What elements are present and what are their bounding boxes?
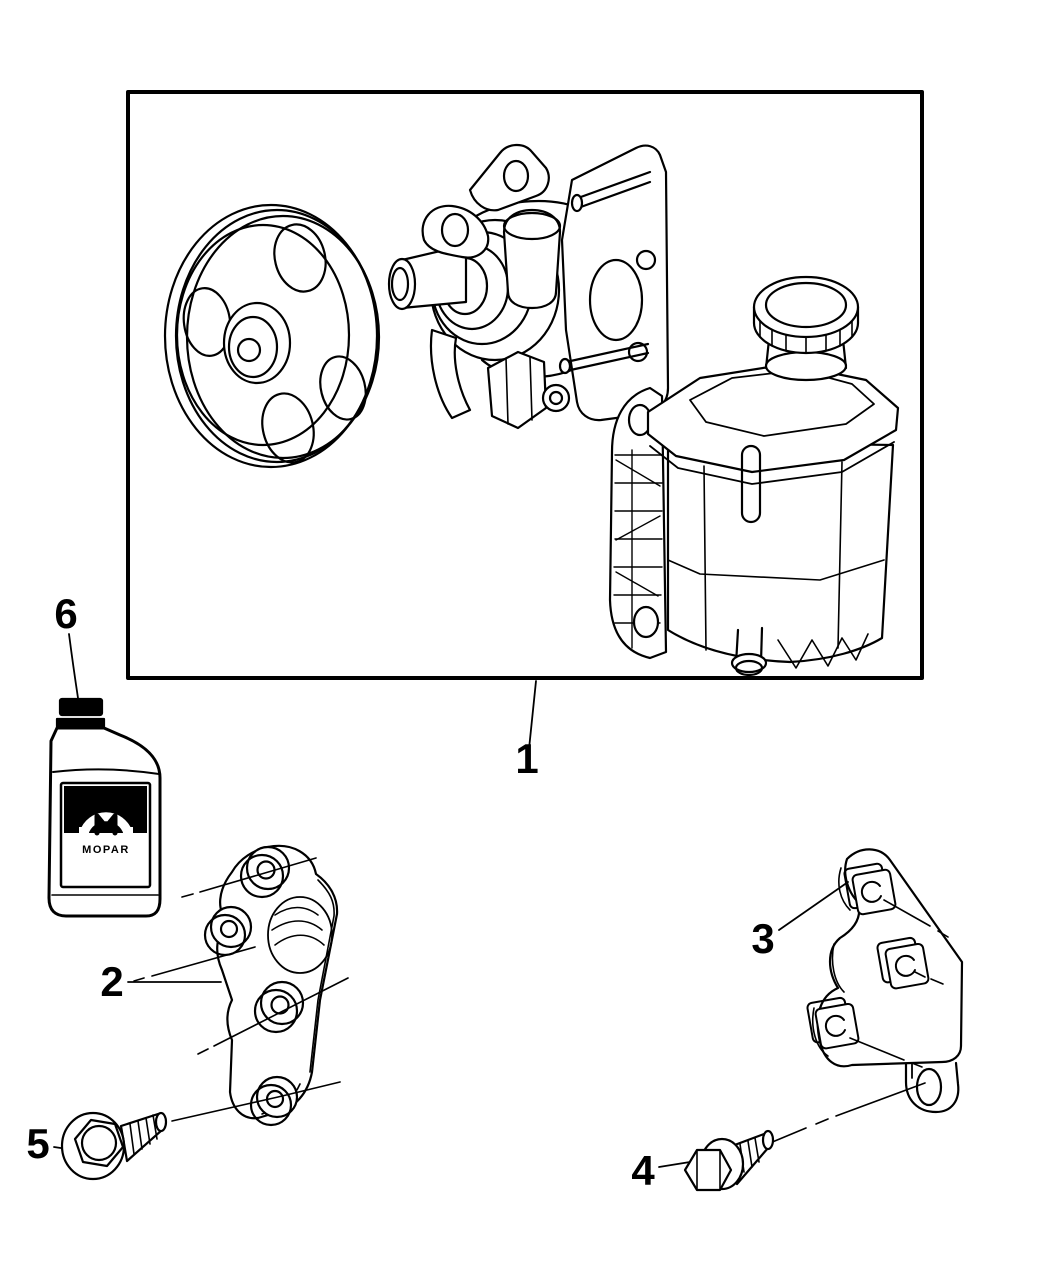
bottle-brand-text: MOPAR <box>82 844 130 856</box>
bolt-4-drawing <box>658 1082 926 1192</box>
leader-line-1 <box>528 680 537 750</box>
reservoir-drawing <box>608 275 900 677</box>
callout-5: 5 <box>26 1120 49 1167</box>
bracket-front-drawing <box>127 844 349 1127</box>
pulley-drawing <box>163 203 381 469</box>
mopar-logo-icon <box>64 786 147 838</box>
callout-3: 3 <box>751 915 774 962</box>
bracket-rear-drawing <box>778 848 964 1114</box>
callout-1: 1 <box>515 735 538 782</box>
fluid-bottle-drawing: MOPAR <box>47 633 162 918</box>
leader-line-3 <box>778 881 849 931</box>
callout-6: 6 <box>54 590 77 637</box>
pump-drawing <box>387 143 670 430</box>
leader-line-6 <box>68 633 79 699</box>
leader-line-4 <box>658 1161 691 1168</box>
callout-4: 4 <box>631 1147 655 1194</box>
assembly-box-frame <box>126 90 924 680</box>
callout-2: 2 <box>100 958 123 1005</box>
bolt-5-drawing <box>53 1111 168 1181</box>
